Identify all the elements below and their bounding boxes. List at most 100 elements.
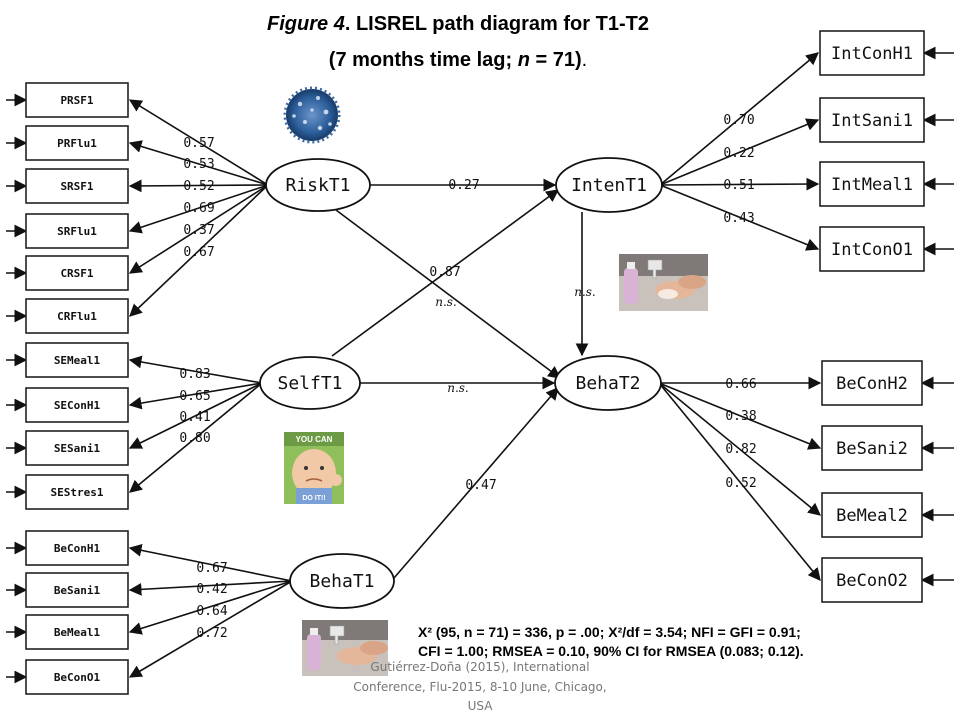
indicator-label-BeSani1: BeSani1 — [54, 584, 101, 597]
loading-coef-self-2: 0.65 — [179, 389, 210, 404]
latent-label-self: SelfT1 — [277, 373, 342, 394]
title-lag: (7 months time lag; — [329, 49, 518, 71]
loading-arrow-IntMeal1 — [659, 177, 820, 191]
latent-risk — [265, 158, 371, 212]
loading-coef-beha2-1: 0.66 — [725, 377, 756, 392]
indicator-label-CRSF1: CRSF1 — [60, 267, 93, 280]
path-coef-beha1_beha2: 0.47 — [465, 478, 496, 493]
indicator-box-PRSF1 — [25, 82, 129, 118]
loading-coef-self-1: 0.83 — [179, 367, 210, 382]
indicator-label-PRFlu1: PRFlu1 — [57, 137, 97, 150]
indicator-box-BeConO1 — [25, 659, 129, 695]
loading-coef-inten-1: 0.70 — [723, 113, 754, 128]
loading-coef-beha1-1: 0.67 — [196, 561, 227, 576]
indicator-box-SESani1 — [25, 430, 129, 466]
loading-coef-risk-2: 0.53 — [183, 157, 214, 172]
meme-bottom-caption: DO IT!! — [302, 495, 325, 502]
loading-arrow-BeConO2 — [658, 382, 821, 581]
indicator-box-IntMeal1 — [819, 161, 925, 207]
credit-line-2: Conference, Flu-2015, 8-10 June, Chicago… — [353, 680, 606, 694]
loading-arrow-SESani1 — [128, 382, 263, 449]
indicator-box-SEMeal1 — [25, 342, 129, 378]
indicator-box-BeMeal2 — [821, 492, 923, 538]
loading-arrow-SEMeal1 — [128, 355, 263, 384]
indicator-box-IntConH1 — [819, 30, 925, 76]
labels-layer: 0.570.530.520.690.370.670.830.650.410.80… — [179, 113, 756, 641]
loading-arrow-BeConH1 — [128, 544, 293, 582]
loading-arrow-IntConO1 — [659, 184, 820, 251]
title-period: . — [582, 49, 588, 71]
credit-line-1: Gutiérrez-Doña (2015), International — [370, 660, 589, 674]
influenza-virus-image — [283, 86, 341, 144]
indicator-box-CRFlu1 — [25, 298, 129, 334]
latent-label-inten: IntenT1 — [571, 175, 647, 196]
loading-arrow-PRFlu1 — [128, 140, 269, 186]
loading-coef-risk-1: 0.57 — [183, 136, 214, 151]
indicator-label-BeConO2: BeConO2 — [836, 571, 908, 591]
indicator-label-BeMeal2: BeMeal2 — [836, 506, 908, 526]
loading-coef-beha2-3: 0.82 — [725, 442, 756, 457]
indicator-label-SEConH1: SEConH1 — [54, 399, 101, 412]
latent-label-beha1: BehaT1 — [309, 571, 374, 592]
path-coef-risk_beha2: n.s. — [435, 295, 457, 309]
loading-arrow-IntConH1 — [659, 52, 819, 186]
loading-arrow-BeSani2 — [658, 382, 822, 450]
indicator-label-SEStres1: SEStres1 — [51, 486, 104, 499]
indicator-box-BeSani1 — [25, 572, 129, 608]
fit-statistics-line-2: CFI = 1.00; RMSEA = 0.10, 90% CI for RMS… — [418, 643, 804, 659]
loading-coef-beha1-4: 0.72 — [196, 626, 227, 641]
meme-top-caption: YOU CAN — [296, 435, 333, 444]
indicator-box-SEStres1 — [25, 474, 129, 510]
loading-coef-inten-4: 0.43 — [723, 211, 754, 226]
loading-arrow-BeMeal2 — [658, 382, 821, 516]
latent-inten — [555, 157, 663, 213]
indicator-label-BeConH1: BeConH1 — [54, 542, 101, 555]
title-n: n — [518, 49, 530, 71]
path-coef-self_beha2: n.s. — [447, 381, 469, 395]
indicator-label-CRFlu1: CRFlu1 — [57, 310, 97, 323]
path-beha1-to-beha2 — [393, 387, 559, 579]
loading-coef-risk-5: 0.37 — [183, 223, 214, 238]
indicator-label-IntMeal1: IntMeal1 — [831, 175, 913, 195]
loading-arrow-SRSF1 — [128, 179, 269, 193]
indicator-label-BeSani2: BeSani2 — [836, 439, 908, 459]
indicator-box-BeConH1 — [25, 530, 129, 566]
hand-washing-photo-top — [619, 254, 708, 311]
indicator-label-PRSF1: PRSF1 — [60, 94, 93, 107]
edges-layer — [6, 46, 954, 684]
fit-statistics-line-1: X² (95, n = 71) = 336, p = .00; X²/df = … — [418, 624, 801, 640]
indicator-label-SESani1: SESani1 — [54, 442, 101, 455]
path-coef-self_inten: 0.87 — [429, 265, 460, 280]
loading-coef-beha2-4: 0.52 — [725, 476, 756, 491]
indicator-label-SRSF1: SRSF1 — [60, 180, 93, 193]
nodes-layer: PRSF1PRFlu1SRSF1SRFlu1CRSF1CRFlu1SEMeal1… — [25, 30, 925, 695]
figure-label: Figure 4 — [267, 13, 345, 35]
hand-washing-photo-bottom — [302, 620, 388, 676]
latent-self — [259, 356, 361, 410]
loading-coef-beha2-2: 0.38 — [725, 409, 756, 424]
indicator-box-CRSF1 — [25, 255, 129, 291]
latent-label-risk: RiskT1 — [285, 175, 350, 196]
indicator-label-IntConO1: IntConO1 — [831, 240, 913, 260]
loading-arrow-CRSF1 — [128, 184, 269, 274]
indicator-label-SEMeal1: SEMeal1 — [54, 354, 101, 367]
indicator-label-SRFlu1: SRFlu1 — [57, 225, 97, 238]
success-baby-meme: YOU CAN DO IT!! — [284, 432, 344, 504]
indicator-box-SEConH1 — [25, 387, 129, 423]
loading-coef-inten-2: 0.22 — [723, 146, 754, 161]
indicator-label-BeConO1: BeConO1 — [54, 671, 101, 684]
indicator-label-BeMeal1: BeMeal1 — [54, 626, 101, 639]
title-text: . LISREL path diagram for T1-T2 — [345, 13, 649, 35]
indicator-box-BeConO2 — [821, 557, 923, 603]
loading-coef-risk-4: 0.69 — [183, 201, 214, 216]
path-coef-risk_inten: 0.27 — [448, 178, 479, 193]
loading-arrow-PRSF1 — [128, 99, 269, 186]
indicator-box-SRFlu1 — [25, 213, 129, 249]
indicator-box-PRFlu1 — [25, 125, 129, 161]
indicator-label-IntConH1: IntConH1 — [831, 44, 913, 64]
loading-coef-risk-3: 0.52 — [183, 179, 214, 194]
title-n-value: = 71) — [530, 49, 582, 71]
path-coef-inten_beha2: n.s. — [574, 285, 596, 299]
loading-arrow-BeSani1 — [128, 580, 293, 596]
loading-arrow-SEConH1 — [128, 382, 263, 410]
